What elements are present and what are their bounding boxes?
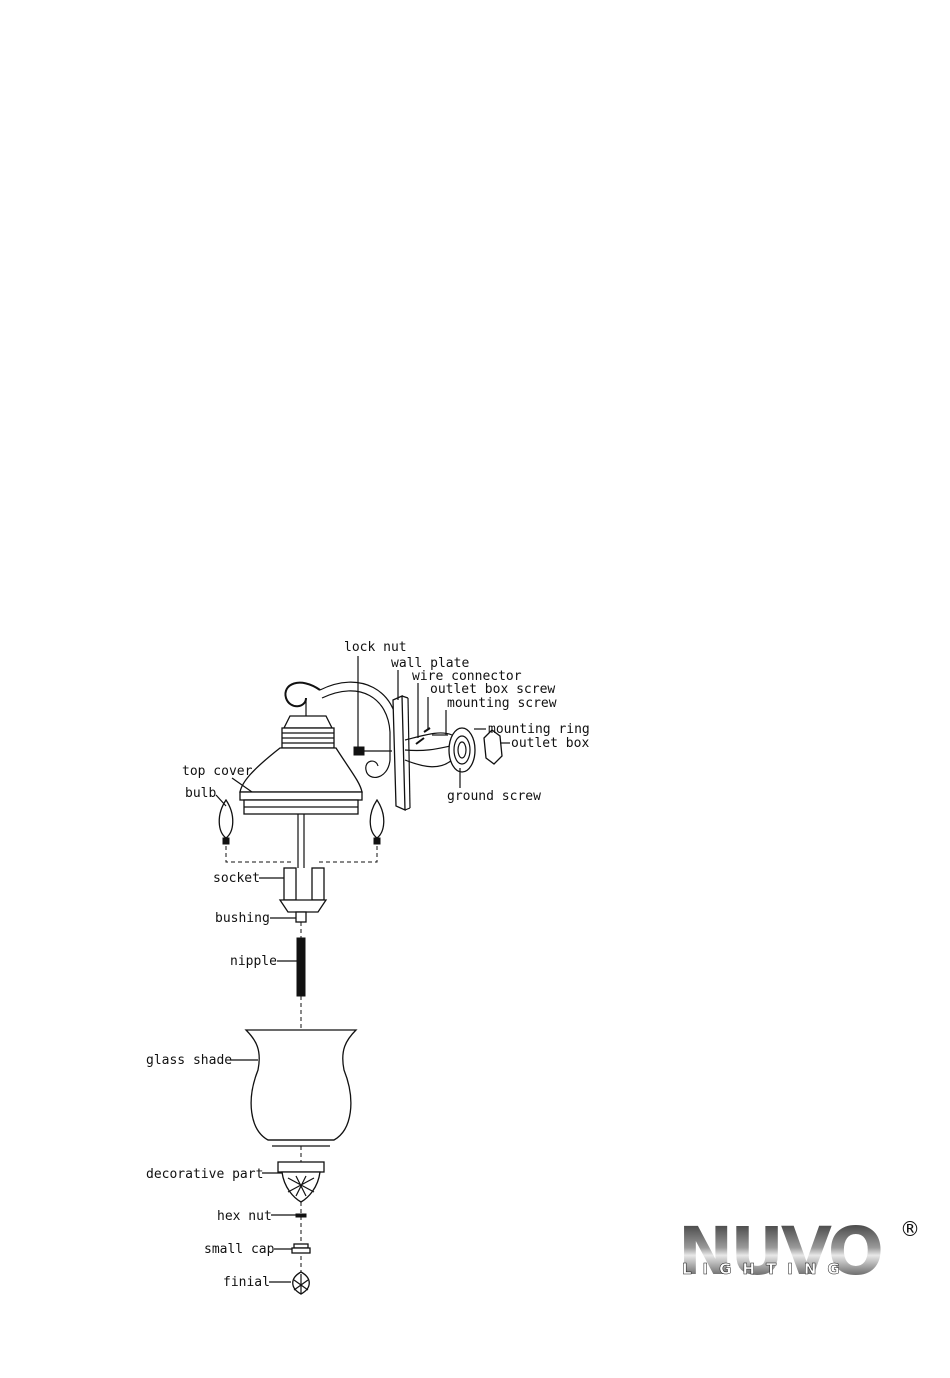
glass-shade [246, 1030, 356, 1146]
bulb-right [370, 800, 384, 844]
label-outlet-box: outlet box [511, 736, 589, 751]
registered-mark: ® [900, 1217, 920, 1241]
label-top-cover: top cover [182, 764, 253, 779]
wiring [405, 728, 455, 767]
label-socket: socket [213, 871, 260, 886]
label-outlet-box-screw: outlet box screw [430, 682, 555, 697]
label-mounting-ring: mounting ring [488, 722, 590, 737]
nipple [297, 938, 305, 996]
label-mounting-screw: mounting screw [447, 696, 557, 711]
hex-nut [296, 1214, 306, 1217]
finial [293, 1272, 310, 1294]
small-cap [292, 1244, 310, 1253]
top-cover [240, 716, 362, 814]
bulb-left [219, 800, 233, 844]
label-finial: finial [223, 1275, 270, 1290]
nuvo-lighting-logo: NUVO LIGHTING ® [678, 1212, 923, 1287]
label-ground-screw: ground screw [447, 789, 541, 804]
wall-plate [393, 696, 410, 810]
decorative-part [278, 1162, 324, 1202]
logo-sub: LIGHTING [682, 1260, 851, 1278]
bushing [296, 912, 306, 922]
label-small-cap: small cap [204, 1242, 275, 1257]
label-nipple: nipple [230, 954, 277, 969]
socket [280, 868, 326, 912]
label-hex-nut: hex nut [217, 1209, 272, 1224]
label-decorative-part: decorative part [146, 1167, 263, 1182]
label-glass-shade: glass shade [146, 1053, 232, 1068]
label-bulb: bulb [185, 786, 216, 801]
label-bushing: bushing [215, 911, 270, 926]
mounting-ring [449, 728, 475, 772]
label-lock-nut: lock nut [344, 640, 407, 655]
